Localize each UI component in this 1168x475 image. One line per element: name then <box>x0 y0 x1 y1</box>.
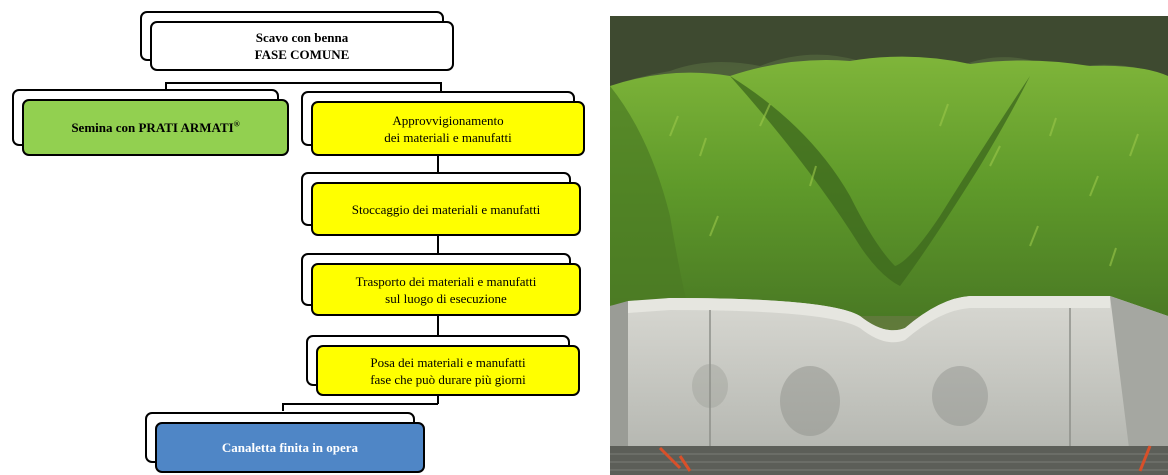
grassy-slope-illustration <box>610 16 1168 475</box>
step-box-1: Approvvigionamento dei materiali e manuf… <box>311 101 585 156</box>
flow-diagram: Scavo con benna FASE COMUNE Semina con P… <box>12 11 585 473</box>
common-phase-line1: Scavo con benna <box>255 30 349 45</box>
final-label: Canaletta finita in opera <box>221 440 359 455</box>
step-4-line1: Posa dei materiali e manufatti <box>370 354 526 370</box>
connector-step1-step2 <box>437 156 439 178</box>
step-4-line2: fase che può durare più giorni <box>370 371 526 387</box>
step-node-3: Trasporto dei materiali e manufatti sul … <box>301 253 581 316</box>
step-box-4: Posa dei materiali e manufatti fase che … <box>316 345 580 396</box>
seeding-text: Semina con PRATI ARMATI® <box>71 119 239 136</box>
step-2-line1: Stoccaggio dei materiali e manufatti <box>351 201 541 217</box>
connector-top-horizontal <box>165 82 440 84</box>
common-phase-line2: FASE COMUNE <box>254 47 350 62</box>
final-box: Canaletta finita in opera <box>155 422 425 473</box>
connector-final-drop <box>282 403 284 411</box>
seeding-label: Semina con PRATI ARMATI <box>71 120 234 135</box>
step-node-2: Stoccaggio dei materiali e manufatti <box>301 172 581 236</box>
seeding-box: Semina con PRATI ARMATI® <box>22 99 289 156</box>
registered-mark: ® <box>233 119 240 129</box>
connector-step4-final-vertical <box>437 396 439 404</box>
step-box-3: Trasporto dei materiali e manufatti sul … <box>311 263 581 316</box>
step-box-2: Stoccaggio dei materiali e manufatti <box>311 182 581 236</box>
connector-step2-step3 <box>437 236 439 260</box>
seeding-node: Semina con PRATI ARMATI® <box>12 89 289 156</box>
step-3-line2: sul luogo di esecuzione <box>385 290 507 306</box>
step-1-line1: Approvvigionamento <box>392 112 504 128</box>
site-photo <box>610 16 1168 475</box>
final-node: Canaletta finita in opera <box>145 412 425 473</box>
step-1-line2: dei materiali e manufatti <box>384 129 512 145</box>
common-phase-box: Scavo con benna FASE COMUNE <box>150 21 454 71</box>
step-node-1: Approvvigionamento dei materiali e manuf… <box>301 91 585 156</box>
connector-step4-final-horizontal <box>282 403 438 405</box>
step-node-4: Posa dei materiali e manufatti fase che … <box>306 335 580 396</box>
step-3-line1: Trasporto dei materiali e manufatti <box>355 273 537 289</box>
common-phase-node: Scavo con benna FASE COMUNE <box>140 11 454 71</box>
connector-step3-step4 <box>437 316 439 342</box>
